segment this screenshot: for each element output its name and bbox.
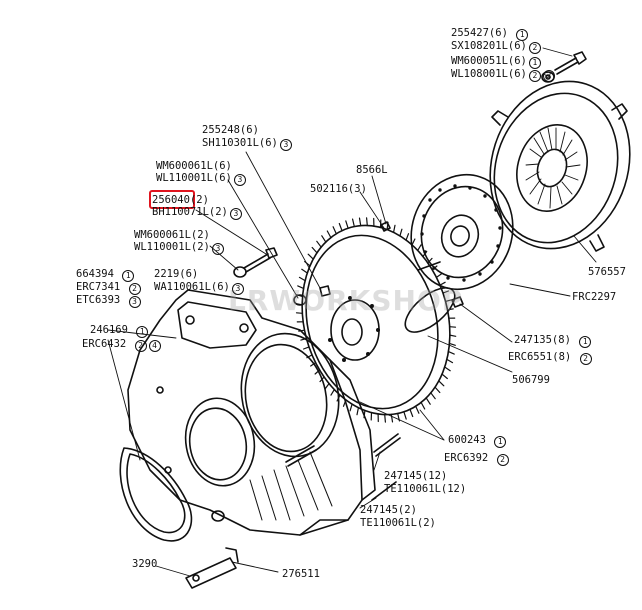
label-576557: 576557 bbox=[588, 266, 626, 278]
clutch-cover bbox=[489, 80, 631, 252]
label-erc6392: ERC6392 2 bbox=[444, 452, 509, 466]
label-wm600051l: WM600051L(6)1 bbox=[451, 55, 541, 69]
label-wa110061l: WA110061L(6)3 bbox=[154, 281, 244, 295]
flywheel-bolt bbox=[293, 285, 331, 306]
label-etc6393: ETC6393 3 bbox=[76, 294, 141, 308]
label-255248: 255248(6) bbox=[202, 124, 259, 136]
leader-lines bbox=[107, 47, 597, 577]
label-664394: 664394 1 bbox=[76, 268, 135, 282]
label-erc6551: ERC6551(8) 2 bbox=[508, 351, 592, 365]
label-506799: 506799 bbox=[512, 374, 550, 386]
label-te110061l-2: TE110061L(2) bbox=[360, 517, 436, 529]
gasket bbox=[119, 447, 193, 542]
label-bh110071l: BH110071L(2)3 bbox=[152, 206, 242, 220]
label-255427: 255427(6) 1 bbox=[451, 27, 529, 41]
label-247145-12: 247145(12) bbox=[384, 470, 448, 482]
label-276511: 276511 bbox=[282, 568, 320, 580]
label-247145-2: 247145(2) bbox=[360, 504, 417, 516]
watermark: LRWORKSHOP bbox=[228, 284, 464, 317]
stud bbox=[285, 433, 401, 501]
label-3290: 3290 bbox=[132, 558, 158, 570]
label-erc7341: ERC7341 2 bbox=[76, 281, 141, 295]
cover-plate bbox=[185, 547, 239, 589]
label-wm600061l-a: WM600061L(6) bbox=[156, 160, 232, 172]
label-600243: 600243 1 bbox=[448, 434, 507, 448]
label-wl110001l-a: WL110001L(6)3 bbox=[156, 172, 246, 186]
label-wl110001l-b: WL110001L(2)3 bbox=[134, 241, 224, 255]
label-502116: 502116(3) bbox=[310, 183, 367, 195]
label-246169: 246169 1 bbox=[90, 324, 149, 338]
label-8566l: 8566L bbox=[356, 164, 388, 176]
bell-housing bbox=[127, 289, 376, 536]
label-frc2297: FRC2297 bbox=[572, 291, 617, 303]
dowel-pin bbox=[380, 221, 464, 308]
label-256040: 256040(2) bbox=[152, 194, 209, 206]
part-highlight-box bbox=[149, 190, 195, 209]
driven-plate bbox=[410, 173, 514, 291]
label-2219: 2219(6) bbox=[154, 268, 199, 280]
label-wm600061l-b: WM600061L(2) bbox=[134, 229, 210, 241]
label-te110061l-12: TE110061L(12) bbox=[384, 483, 467, 495]
housing-bolt bbox=[233, 247, 278, 278]
label-sh110301l: SH110301L(6)3 bbox=[202, 137, 292, 151]
label-sx108201l: SX108201L(6)2 bbox=[451, 40, 541, 54]
label-247135: 247135(8) 1 bbox=[514, 334, 592, 348]
